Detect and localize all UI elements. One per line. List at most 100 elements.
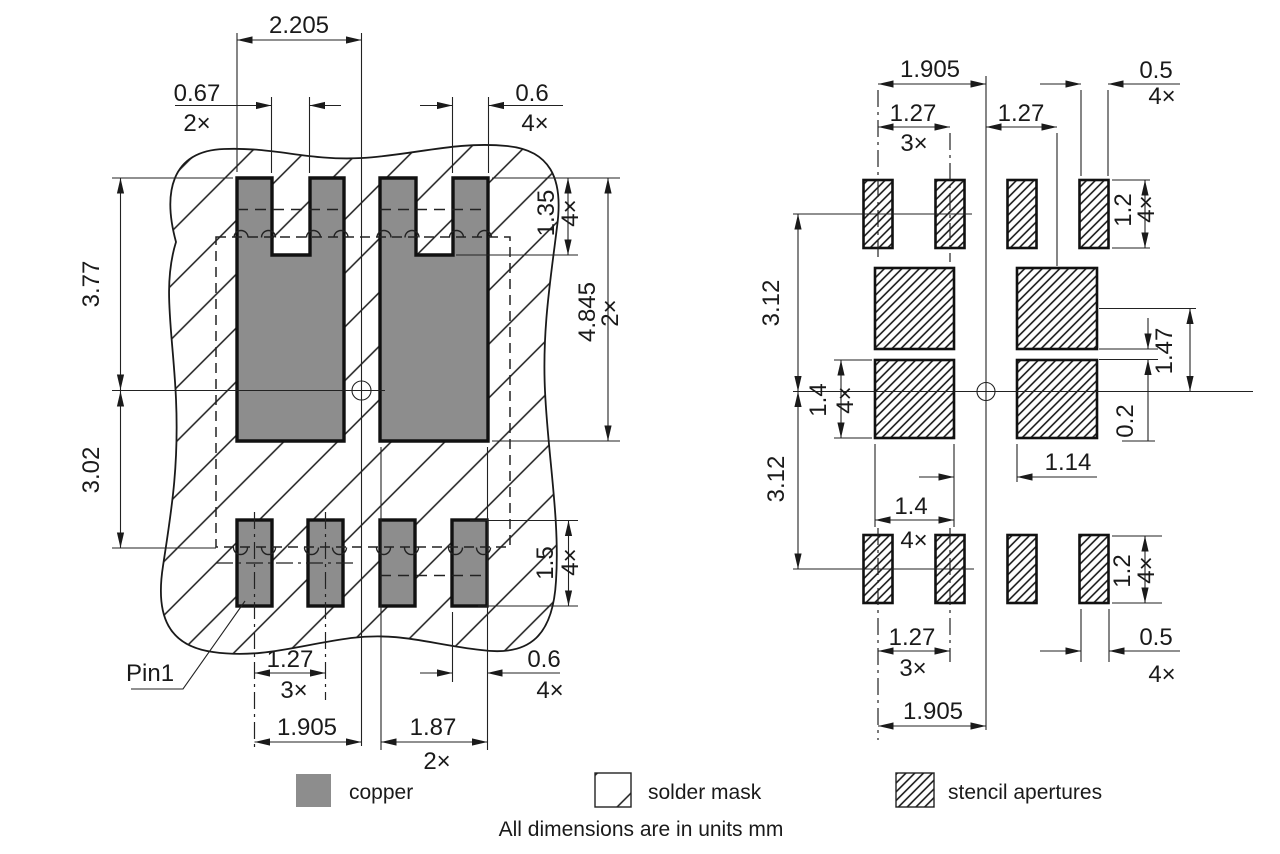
dim-label: 4.845	[574, 282, 601, 342]
dim-pin1-offset: 1.905	[254, 714, 362, 746]
dim-label: 0.5	[1139, 57, 1172, 84]
aperture-top-4	[1078, 178, 1110, 250]
legend: copper solder mask stencil apertures All…	[296, 772, 1102, 841]
dim-label: 1.5	[532, 546, 559, 579]
center-lines-right	[793, 76, 1253, 740]
dim-label: 1.27	[889, 624, 936, 651]
dim-top-aperture-height: 1.2 4×	[1110, 180, 1160, 248]
dim-small-pad-width: 0.6 4×	[420, 646, 564, 704]
dim-pitch: 1.27 3×	[254, 646, 326, 704]
dim-qty: 4×	[536, 677, 563, 704]
dim-column-gap: 1.14	[919, 449, 1097, 481]
dim-qty: 2×	[597, 299, 624, 326]
dim-big-pad-width: 1.87 2×	[381, 714, 488, 775]
dim-qty: 2×	[183, 110, 210, 137]
center-lines-left	[112, 33, 385, 748]
dim-label: 1.87	[410, 714, 457, 741]
dim-qty: 4×	[1133, 195, 1160, 222]
stencil-swatch	[895, 772, 935, 808]
stencil-view: 1.905 1.27 3× 1.27 0.5 4× 1.2 4× 3.12	[758, 56, 1253, 740]
dim-label: 1.47	[1151, 328, 1178, 375]
origin-mark-icon	[976, 381, 996, 402]
dim-qty: 4×	[521, 110, 548, 137]
pin1-callout: Pin1	[126, 600, 246, 690]
dim-qty: 4×	[1148, 83, 1175, 110]
aperture-bottom-3	[1006, 533, 1038, 605]
dim-label: 2.205	[269, 12, 329, 39]
dim-qty: 3×	[899, 655, 926, 682]
dim-square-height: 1.4 4×	[805, 360, 859, 438]
dim-qty: 4×	[1133, 556, 1160, 583]
dim-square-width: 1.4 4×	[875, 493, 954, 554]
aperture-top-3	[1006, 178, 1038, 250]
solder-mask-swatch	[594, 772, 632, 808]
dim-prong-width: 0.6 4×	[420, 80, 563, 137]
dim-upper-half: 3.77	[78, 178, 125, 390]
dim-bottom-aperture-height: 1.2 4×	[1109, 536, 1160, 603]
aperture-square-tl	[873, 266, 956, 351]
dim-label: 1.905	[900, 56, 960, 83]
stencil-legend-label: stencil apertures	[948, 781, 1102, 804]
dim-lower-span: 3.12	[763, 391, 802, 569]
dim-total-width: 2.205	[237, 12, 362, 44]
dim-label: 3.12	[758, 280, 785, 327]
solder-mask-legend-label: solder mask	[648, 781, 762, 804]
dim-label: 1.27	[998, 100, 1045, 127]
dim-label: 0.6	[527, 646, 560, 673]
dim-lower-half: 3.02	[78, 391, 125, 548]
dim-qty: 2×	[423, 748, 450, 775]
pcb-land-pattern-view: 2.205 0.67 2× 0.6 4× 1.35 4× 4.845 2× 3.…	[78, 12, 624, 775]
dim-bottom-aperture-width: 0.5 4×	[1040, 624, 1180, 688]
dim-qty: 3×	[280, 677, 307, 704]
units-note: All dimensions are in units mm	[499, 818, 784, 841]
dim-small-pad-height: 1.5 4×	[532, 520, 584, 606]
dim-top-pitch: 1.27 3×	[878, 100, 950, 157]
dim-label: 1.905	[277, 714, 337, 741]
dim-qty: 4×	[557, 199, 584, 226]
dim-label: 1.27	[890, 100, 937, 127]
dim-square-gap: 0.2	[1112, 318, 1152, 441]
copper-swatch	[296, 774, 331, 807]
dim-qty: 4×	[900, 527, 927, 554]
dim-bottom-offset: 1.905	[878, 698, 986, 730]
component-outline	[215, 208, 511, 577]
extension-lines-left	[112, 33, 620, 750]
dim-top-aperture-width: 0.5 4×	[1040, 57, 1180, 110]
dim-label: 0.67	[174, 80, 221, 107]
dim-notch-depth: 1.35 4×	[533, 178, 584, 255]
dim-qty: 4×	[557, 548, 584, 575]
pin1-label: Pin1	[126, 660, 174, 687]
dim-label: 3.02	[78, 447, 105, 494]
aperture-square-br	[1015, 358, 1099, 440]
dim-label: 1.2	[1110, 193, 1137, 226]
aperture-square-tr	[1015, 266, 1099, 351]
dim-column-offset: 1.27	[986, 100, 1057, 131]
dim-label: 1.35	[533, 190, 560, 237]
origin-mark-icon	[351, 380, 372, 401]
dim-label: 0.6	[515, 80, 548, 107]
pin1-leader-line	[131, 600, 246, 690]
dim-label: 1.14	[1045, 449, 1092, 476]
dim-bottom-pitch: 1.27 3×	[878, 624, 950, 682]
dim-qty: 4×	[832, 386, 859, 413]
dim-label: 3.77	[78, 261, 105, 308]
dim-notch-width: 0.67 2×	[174, 80, 341, 137]
dim-label: 0.2	[1112, 404, 1139, 437]
dim-label: 1.905	[903, 698, 963, 725]
dim-upper-span: 3.12	[758, 214, 802, 392]
dim-square-center-offset: 1.47	[1151, 308, 1194, 392]
aperture-bottom-4	[1078, 533, 1110, 605]
copper-pad-large-left	[235, 176, 346, 443]
dim-qty: 4×	[1148, 661, 1175, 688]
dim-label: 0.5	[1139, 624, 1172, 651]
dim-label: 3.12	[763, 456, 790, 503]
dim-label: 1.27	[267, 646, 314, 673]
dim-label: 1.4	[894, 493, 927, 520]
dim-label: 1.4	[805, 383, 832, 416]
copper-pad-pin3	[378, 518, 417, 608]
copper-legend-label: copper	[349, 781, 413, 804]
dim-top-offset: 1.905	[878, 56, 986, 88]
dim-big-pad-height: 4.845 2×	[574, 178, 624, 441]
